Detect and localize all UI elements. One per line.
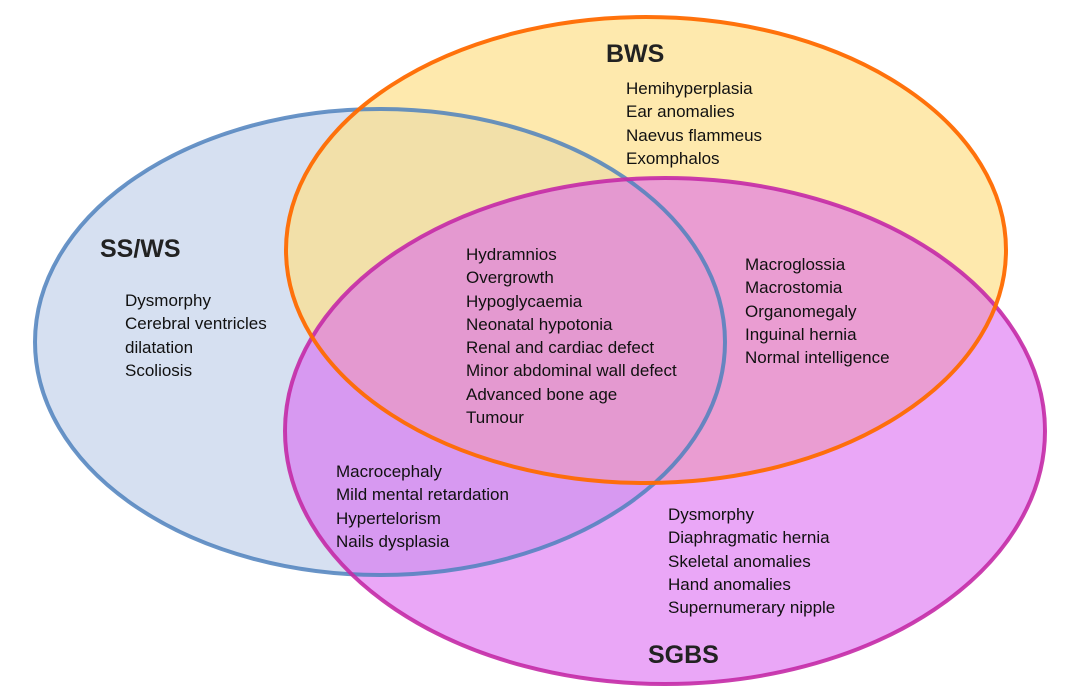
feature-item: Supernumerary nipple xyxy=(668,598,836,618)
feature-item: Normal intelligence xyxy=(745,348,890,368)
feature-item: Hemihyperplasia xyxy=(626,79,753,98)
ssws-title: SS/WS xyxy=(100,235,181,263)
feature-item: Hypoglycaemia xyxy=(466,291,583,311)
feature-item: Tumour xyxy=(466,408,524,428)
feature-item: Scoliosis xyxy=(125,360,193,380)
feature-item: Advanced bone age xyxy=(466,384,618,404)
feature-item: Diaphragmatic hernia xyxy=(668,528,830,548)
feature-item: Hydramnios xyxy=(466,245,557,264)
sgbs-title: SGBS xyxy=(648,641,719,669)
feature-item: Hypertelorism xyxy=(336,508,441,528)
feature-item: Nails dysplasia xyxy=(336,531,450,551)
feature-item: Neonatal hypotonia xyxy=(466,314,613,334)
feature-item: Inguinal hernia xyxy=(745,324,857,344)
feature-item: Dysmorphy xyxy=(125,291,211,310)
ssws-ellipse-outline xyxy=(33,107,727,577)
feature-item: Cerebral ventricles xyxy=(125,314,267,334)
sgbs-ellipse-fill xyxy=(285,178,1045,684)
feature-item: Macrostomia xyxy=(745,278,843,298)
feature-item: Overgrowth xyxy=(466,268,554,288)
feature-item: Macroglossia xyxy=(745,255,846,274)
feature-item: Dysmorphy xyxy=(668,505,754,524)
feature-item: Hand anomalies xyxy=(668,574,791,594)
feature-item: Skeletal anomalies xyxy=(668,551,811,571)
feature-item: Minor abdominal wall defect xyxy=(466,361,677,381)
bws-title: BWS xyxy=(606,40,665,68)
feature-item: Exomphalos xyxy=(626,148,720,168)
feature-item: Mild mental retardation xyxy=(336,485,509,505)
feature-item: dilatation xyxy=(125,337,194,357)
feature-item: Renal and cardiac defect xyxy=(466,338,655,358)
feature-item: Ear anomalies xyxy=(626,102,735,122)
sgbs-ellipse-outline xyxy=(283,176,1047,686)
feature-item: Macrocephaly xyxy=(336,462,442,481)
bws-ellipse-outline xyxy=(284,15,1008,485)
feature-item: Naevus flammeus xyxy=(626,125,763,145)
feature-item: Organomegaly xyxy=(745,301,857,321)
